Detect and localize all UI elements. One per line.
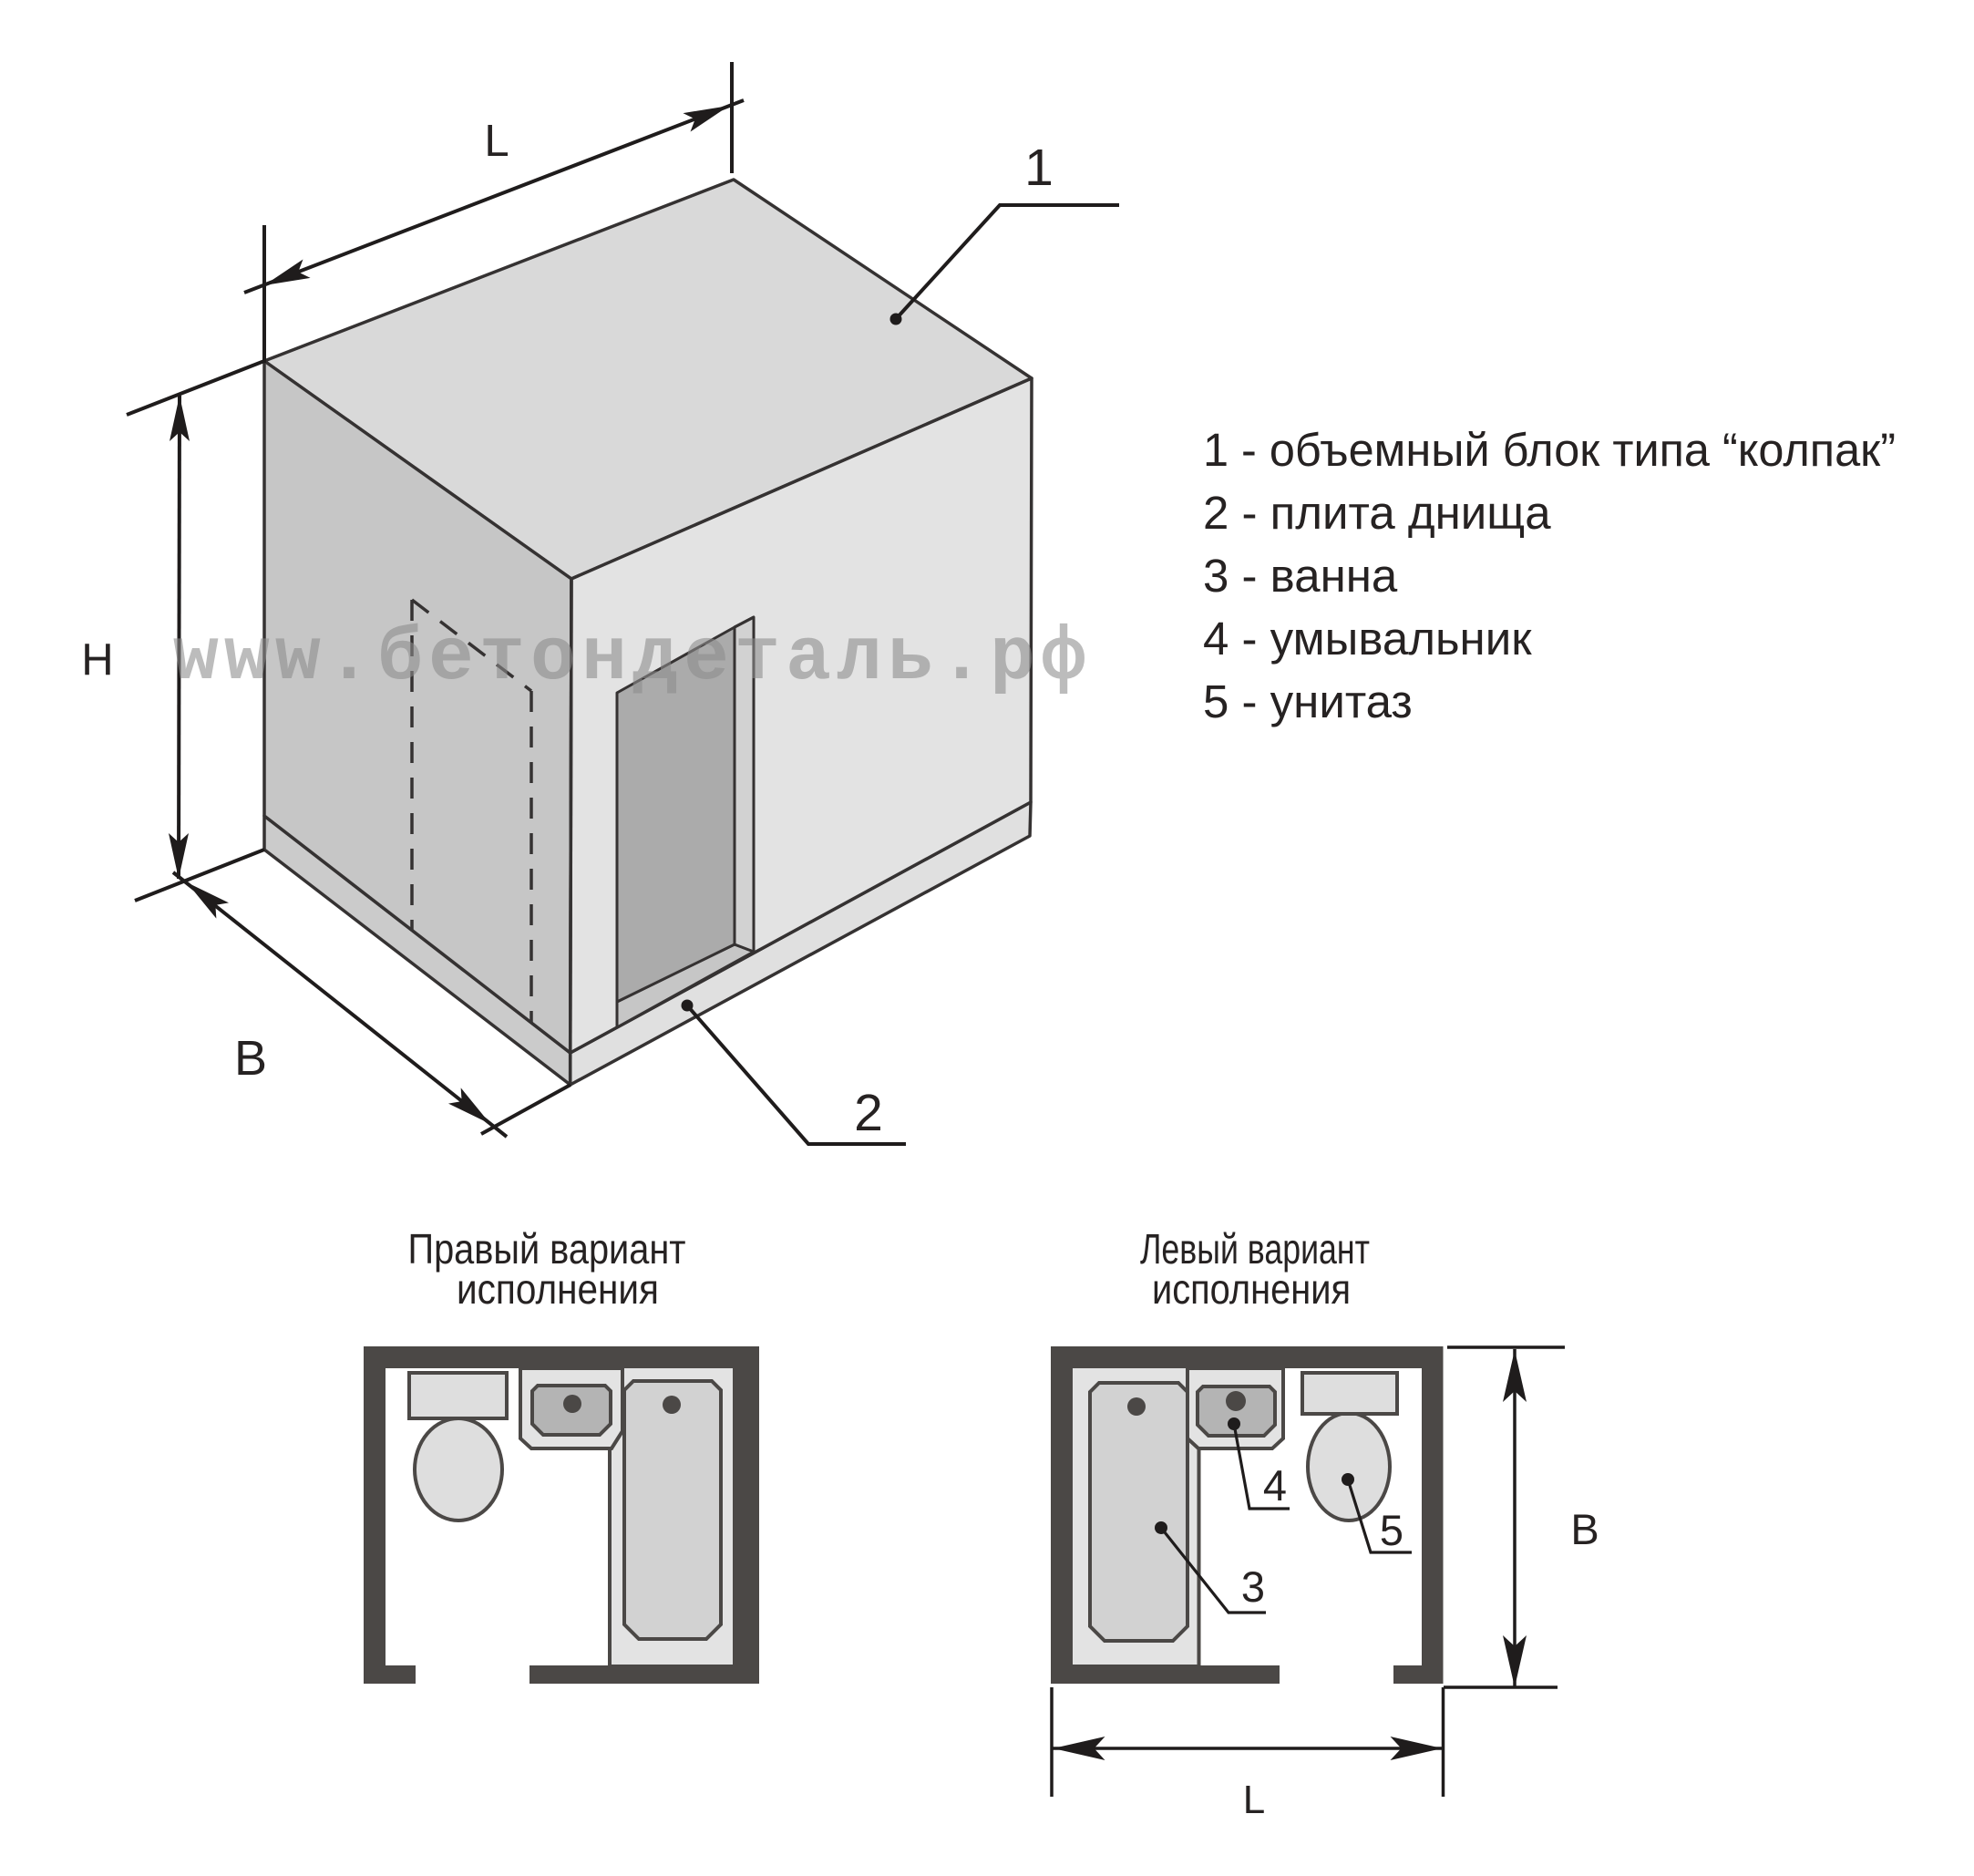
svg-text:В: В — [1570, 1505, 1599, 1553]
svg-text:Левый вариант: Левый вариант — [1140, 1225, 1370, 1273]
svg-text:B: B — [234, 1031, 267, 1086]
svg-text:2 - плита днища: 2 - плита днища — [1203, 487, 1551, 539]
svg-text:4 - умывальник: 4 - умывальник — [1203, 613, 1532, 665]
svg-text:Правый вариант: Правый вариант — [408, 1225, 686, 1273]
svg-text:5: 5 — [1380, 1506, 1403, 1554]
svg-text:1: 1 — [1024, 139, 1054, 197]
svg-text:L: L — [1243, 1778, 1265, 1822]
svg-text:3 - ванна: 3 - ванна — [1203, 550, 1398, 602]
svg-text:www.бетондеталь.рф: www.бетондеталь.рф — [173, 615, 1092, 701]
svg-text:4: 4 — [1263, 1461, 1287, 1510]
svg-text:L: L — [484, 117, 509, 166]
svg-text:исполнения: исполнения — [1152, 1265, 1351, 1313]
svg-text:2: 2 — [854, 1084, 883, 1142]
svg-text:3: 3 — [1241, 1562, 1265, 1611]
svg-text:1 - объемный блок типа “колпак: 1 - объемный блок типа “колпак” — [1203, 424, 1896, 476]
svg-text:H: H — [81, 635, 113, 685]
svg-text:исполнения: исполнения — [457, 1265, 659, 1313]
svg-text:5 - унитаз: 5 - унитаз — [1203, 675, 1413, 727]
